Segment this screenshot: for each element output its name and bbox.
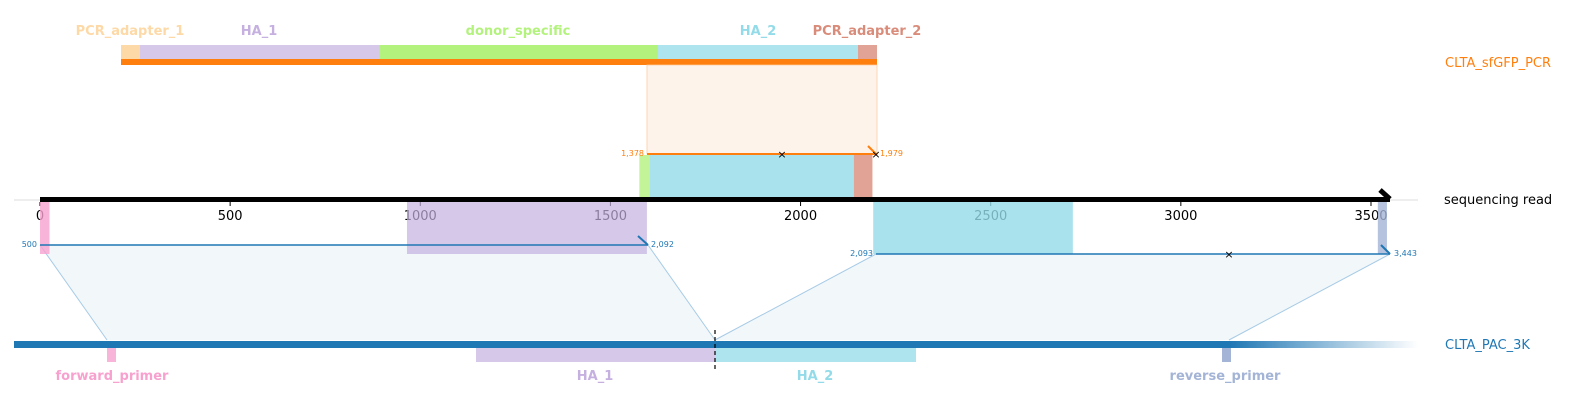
top-reference-name: CLTA_sfGFP_PCR [1445,56,1551,71]
read-name: sequencing read [1444,193,1552,208]
top-alignment-line-group: 1,378 1,979 × × [621,145,903,161]
read-axis-tick-label: 2000 [784,209,817,224]
bottom-reference-bar [14,341,1230,348]
top-feature-ha-2 [658,45,858,61]
bottom-alignment-1-right-edge [647,244,716,341]
top-read-feature-donor-specific [639,155,650,197]
bottom-alignment-lines: 500 2,092 2,093 3,443 × [22,235,1417,261]
top-alignment-end-mismatch-marker: × [871,148,880,161]
bottom-read-feature-ha-2 [873,202,1073,254]
top-label-pcr-adapter-1: PCR_adapter_1 [76,24,185,39]
bottom-alignment-2-left-edge [714,253,877,341]
top-reference: PCR_adapter_1 HA_1 donor_specific HA_2 P… [76,24,1551,71]
bottom-alignment-1-end-label: 2,092 [651,240,674,249]
bottom-alignment-1-start-label: 500 [22,240,37,249]
top-read-feature-ha-2 [649,155,854,197]
bottom-read-feature-reverse-primer [1377,202,1387,254]
bottom-alignment-1-fill [40,245,715,340]
top-alignment-mismatch-marker: × [777,148,786,161]
bottom-alignment-2-end-label: 3,443 [1394,249,1417,258]
top-label-ha-1: HA_1 [241,24,278,39]
bottom-feature-reverse-primer [1222,344,1231,362]
top-feature-pcr-adapter-1 [121,45,140,61]
bottom-alignment-2-end-tick [1380,244,1391,255]
read-ticks: 0500100015002000250030003500 [36,202,1388,224]
bottom-alignment-1-end-tick [637,235,649,246]
bottom-alignment-2-mismatch-marker: × [1224,248,1233,261]
bottom-alignment-1-left-edge [39,244,108,341]
bottom-label-forward-primer: forward_primer [56,369,170,384]
top-read-features [639,155,873,197]
top-reference-bar [121,59,877,65]
top-alignment-start-label: 1,378 [621,149,644,158]
bottom-label-reverse-primer: reverse_primer [1170,369,1282,384]
read-axis-tick-label: 3000 [1164,209,1197,224]
top-alignment-end-tick [867,145,878,156]
bottom-alignment-2-fill [715,254,1390,340]
top-alignment-end-label: 1,979 [880,149,903,158]
top-label-pcr-adapter-2: PCR_adapter_2 [813,24,922,39]
read-axis-bar [40,197,1390,202]
bottom-alignment-polygons [39,244,1391,341]
bottom-feature-ha-2 [715,344,916,362]
bottom-reference-bar-fade [1230,341,1418,348]
bottom-reference: forward_primer HA_1 HA_2 reverse_primer … [14,330,1530,384]
bottom-label-ha-2: HA_2 [797,369,834,384]
bottom-read-feature-forward-primer [40,202,50,254]
bottom-read-feature-ha-1 [406,202,647,254]
bottom-feature-forward-primer [107,344,116,362]
bottom-feature-ha-1 [476,344,715,362]
top-feature-donor-specific [380,45,658,61]
bottom-alignment-2-right-edge [1228,253,1391,341]
read-axis-tick-label: 500 [218,209,243,224]
top-alignment [646,64,878,155]
bottom-label-ha-1: HA_1 [577,369,614,384]
top-alignment-fill [646,64,878,155]
top-read-feature-pcr-adapter-2 [853,155,873,197]
top-label-donor-specific: donor_specific [466,24,571,39]
bottom-reference-name: CLTA_PAC_3K [1445,338,1530,353]
top-feature-ha-1 [140,45,380,61]
bottom-alignment-2-start-label: 2,093 [850,249,873,258]
top-feature-pcr-adapter-2 [858,45,877,61]
top-label-ha-2: HA_2 [740,24,777,39]
read-axis-arrow-head [1378,188,1392,201]
